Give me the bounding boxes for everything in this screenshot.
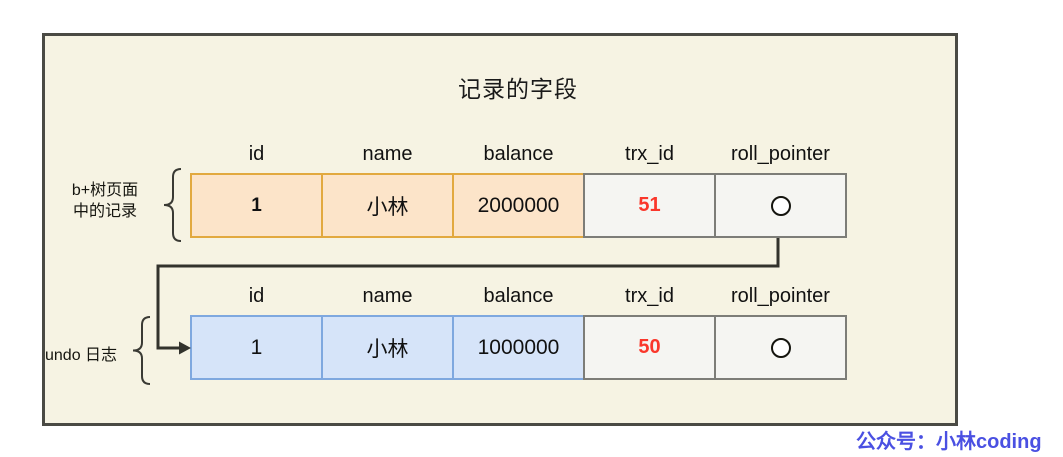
watermark: 公众号：小林coding <box>856 431 1042 453</box>
undo-log-record-row: 1 小林 1000000 50 <box>190 315 847 380</box>
column-header-name: name <box>362 285 413 307</box>
column-header-trx-id: trx_id <box>625 143 674 165</box>
column-header-roll-pointer: roll_pointer <box>731 143 830 165</box>
roll-pointer-circle-icon <box>770 195 791 216</box>
cell-trx-id: 51 <box>583 173 716 238</box>
undo-log-label: undo 日志 <box>45 347 118 364</box>
column-header-name: name <box>362 143 413 165</box>
cell-roll-pointer <box>714 315 847 380</box>
cell-balance: 1000000 <box>452 315 585 380</box>
column-header-balance: balance <box>483 143 554 165</box>
column-header-id: id <box>248 143 265 165</box>
btree-record-label: b+树页面 中的记录 <box>50 180 160 222</box>
btree-record-label-line1: b+树页面 <box>71 182 139 199</box>
cell-balance: 2000000 <box>452 173 585 238</box>
column-headers-row2: id name balance trx_id roll_pointer <box>190 285 847 308</box>
diagram-title: 记录的字段 <box>458 76 578 102</box>
cell-roll-pointer <box>714 173 847 238</box>
btree-record-label-line2: 中的记录 <box>72 203 137 220</box>
btree-record-row: 1 小林 2000000 51 <box>190 173 847 238</box>
column-headers-row1: id name balance trx_id roll_pointer <box>190 143 847 166</box>
cell-name: 小林 <box>321 173 454 238</box>
cell-name: 小林 <box>321 315 454 380</box>
column-header-id: id <box>248 285 265 307</box>
cell-id: 1 <box>190 315 323 380</box>
roll-pointer-circle-icon <box>770 337 791 358</box>
column-header-trx-id: trx_id <box>625 285 674 307</box>
column-header-balance: balance <box>483 285 554 307</box>
cell-id: 1 <box>190 173 323 238</box>
column-header-roll-pointer: roll_pointer <box>731 285 830 307</box>
cell-trx-id: 50 <box>583 315 716 380</box>
